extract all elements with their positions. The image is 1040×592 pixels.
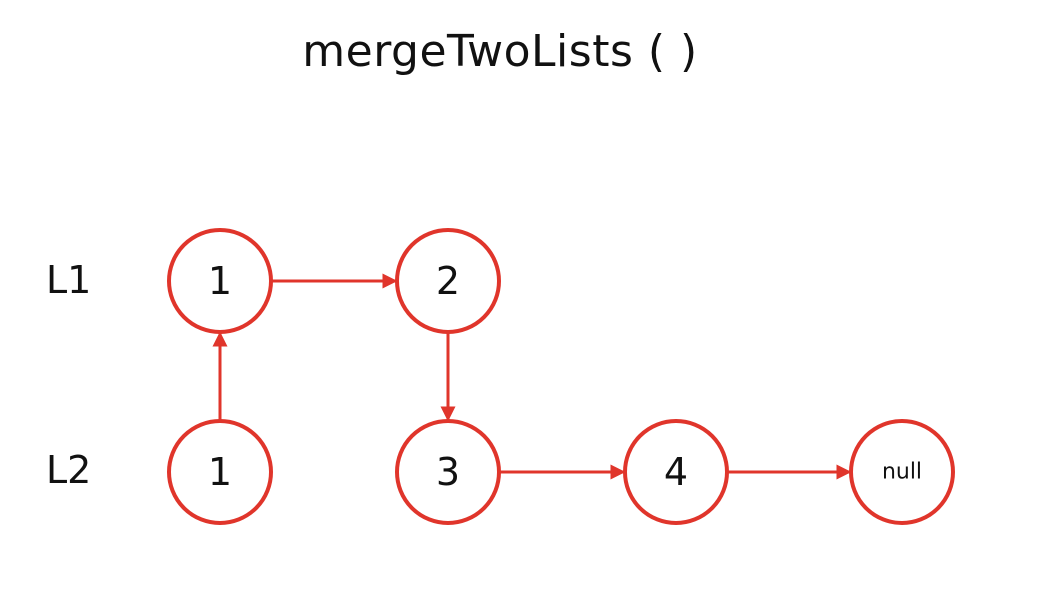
node-circle xyxy=(167,228,273,334)
diagram-title: mergeTwoLists ( ) xyxy=(302,26,698,77)
list-node-l1-a: 1 xyxy=(167,228,273,334)
node-circle xyxy=(395,228,501,334)
row-label-l1: L1 xyxy=(46,258,92,302)
node-value: 3 xyxy=(436,450,460,494)
node-value: 2 xyxy=(436,259,460,303)
node-value: 1 xyxy=(208,259,232,303)
node-circle xyxy=(167,419,273,525)
node-value: 1 xyxy=(208,450,232,494)
node-circle xyxy=(623,419,729,525)
list-node-l2-c: 4 xyxy=(623,419,729,525)
node-circle xyxy=(395,419,501,525)
list-node-l2-d: null xyxy=(849,419,955,525)
node-value: 4 xyxy=(664,450,688,494)
node-value: null xyxy=(882,460,922,485)
node-circle xyxy=(849,419,955,525)
row-label-l2: L2 xyxy=(46,448,92,492)
list-node-l2-b: 3 xyxy=(395,419,501,525)
list-node-l2-a: 1 xyxy=(167,419,273,525)
list-node-l1-b: 2 xyxy=(395,228,501,334)
